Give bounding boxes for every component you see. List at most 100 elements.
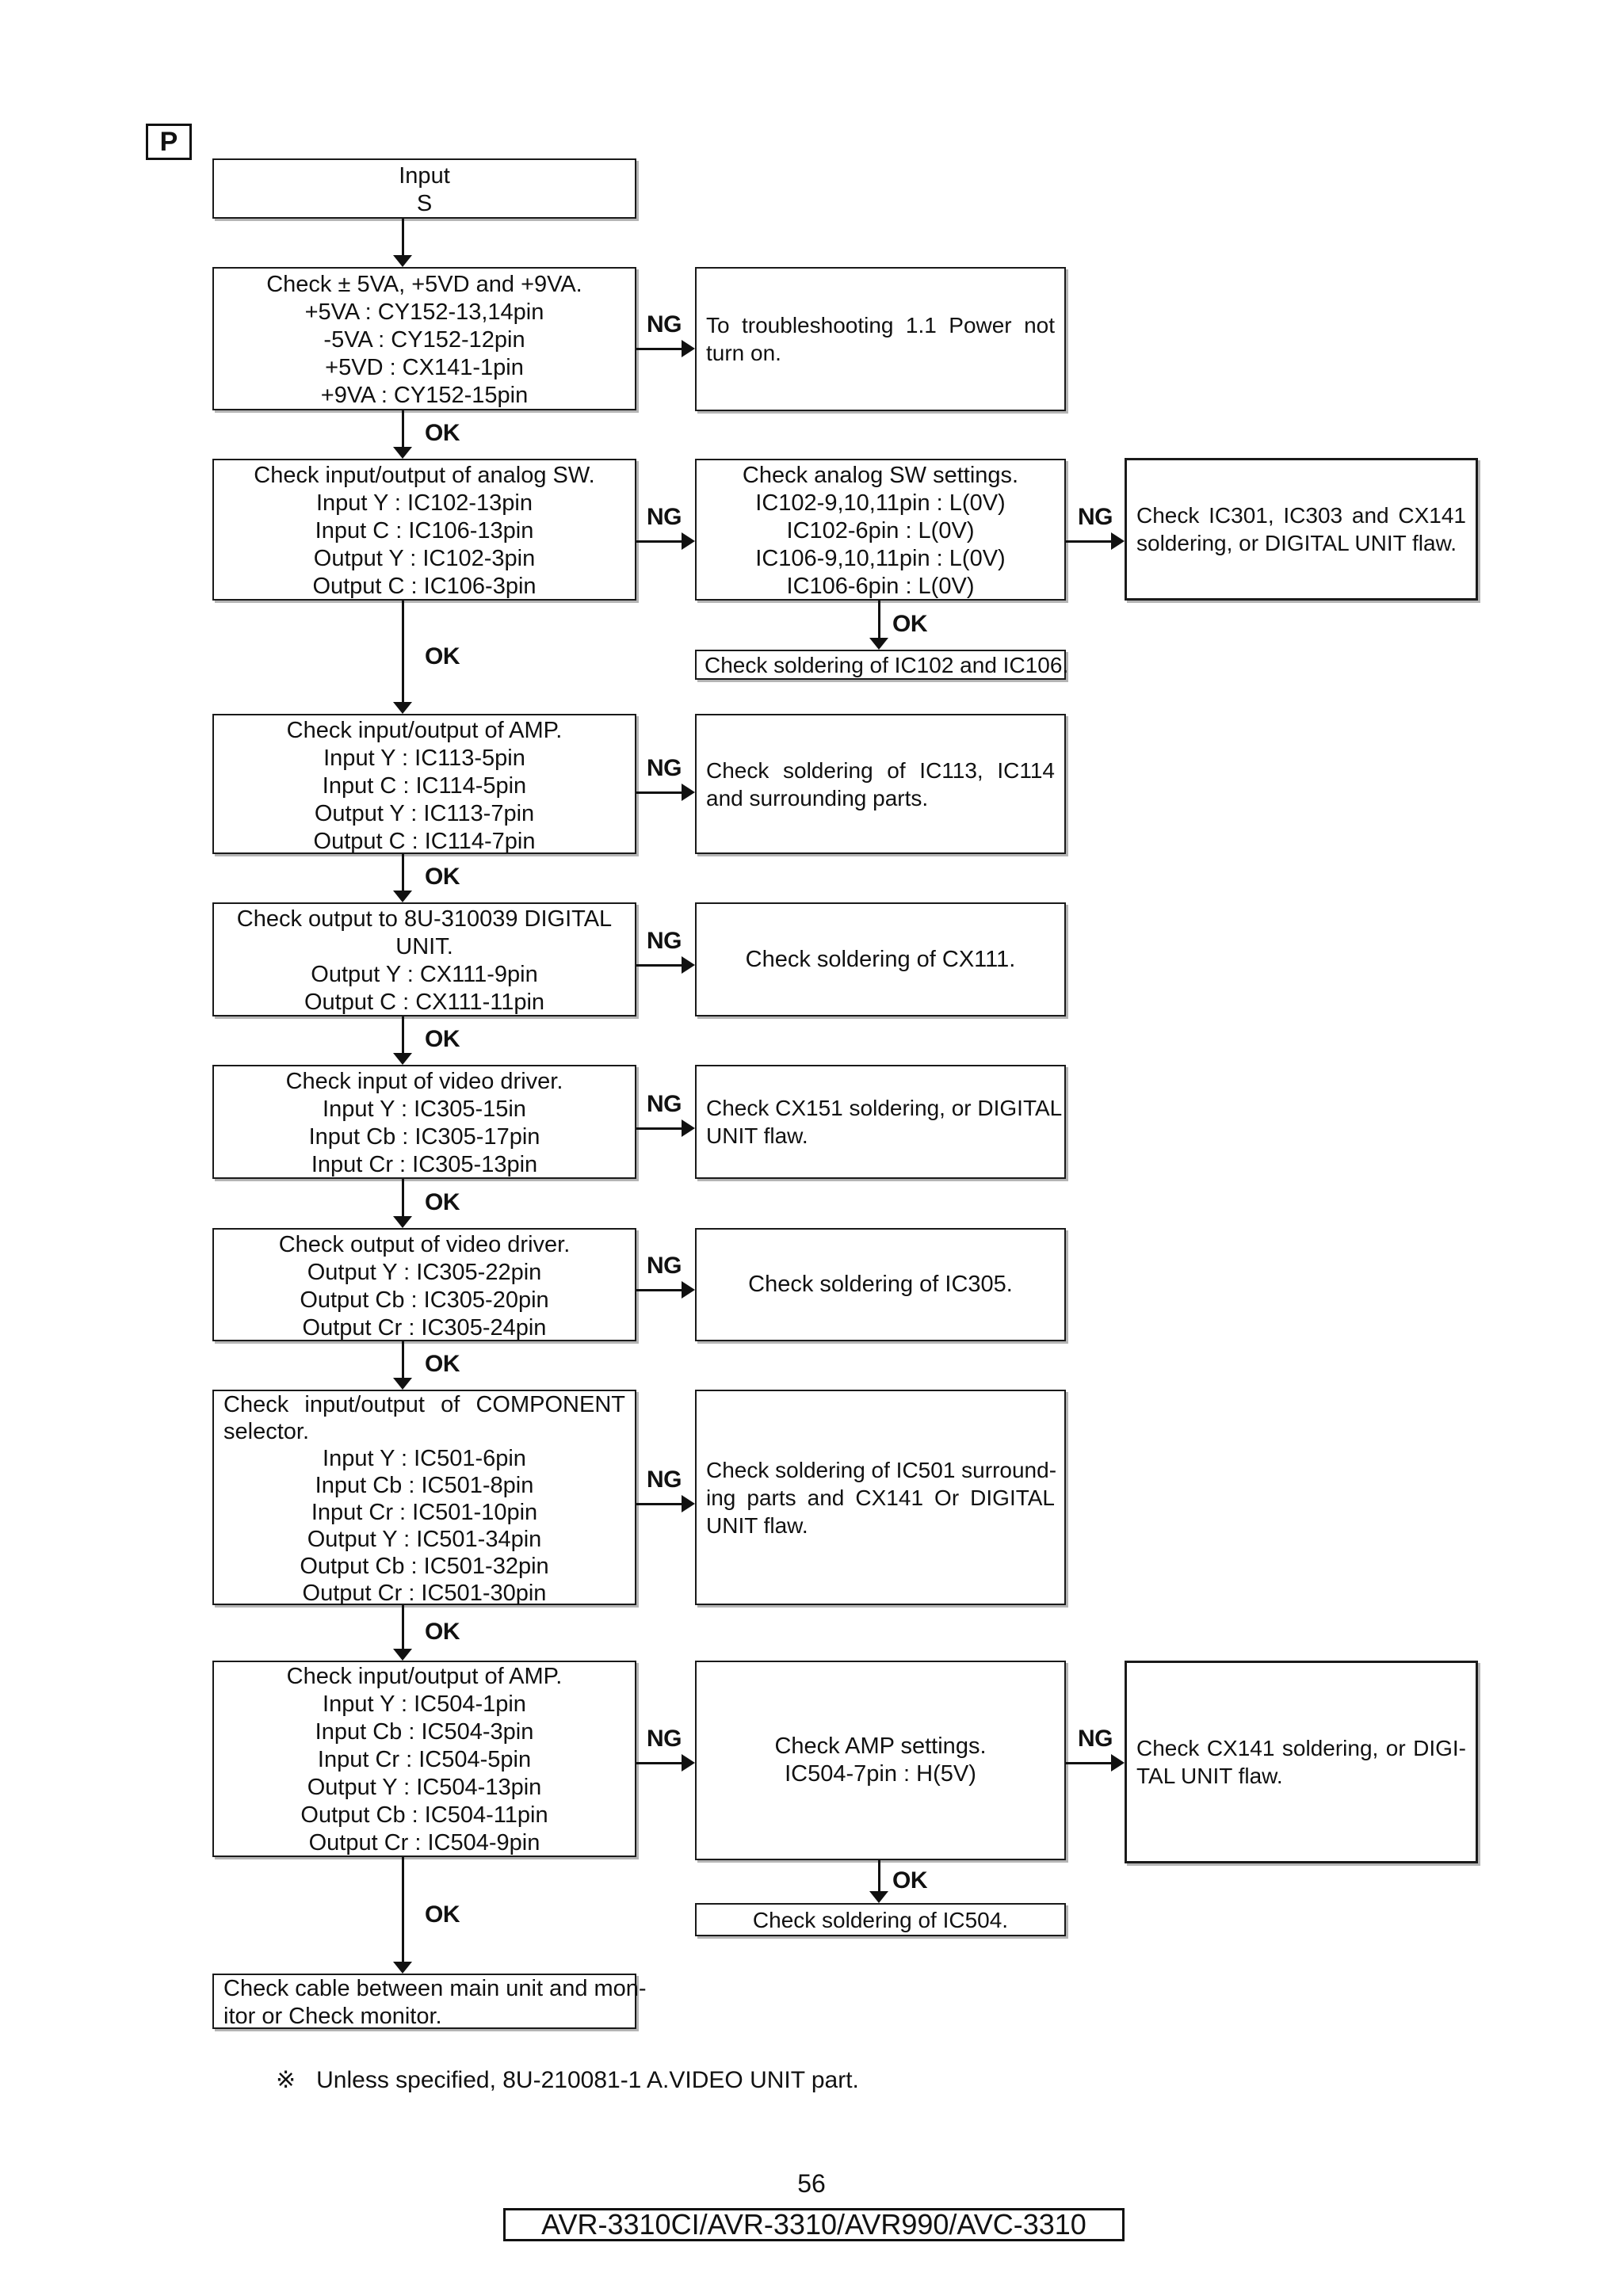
- soldering-ic504-box: Check soldering of IC504.: [695, 1903, 1066, 1936]
- box-line: Output Y : IC501-34pin: [307, 1527, 542, 1552]
- ng-label: NG: [647, 1726, 682, 1752]
- box-line: Input Cr : IC305-13pin: [311, 1152, 538, 1177]
- box-line: Input Cr : IC504-5pin: [317, 1747, 532, 1772]
- box-line: Input Y : IC102-13pin: [315, 490, 533, 516]
- box-line: Input Y : IC113-5pin: [323, 746, 525, 771]
- box-line: Check input of video driver.: [285, 1069, 563, 1094]
- reference-mark: ※: [276, 2067, 296, 2093]
- box-line: and surrounding parts.: [706, 785, 929, 810]
- ok-label: OK: [425, 1026, 460, 1052]
- box-line: Check output of video driver.: [278, 1232, 571, 1257]
- ng-label: NG: [647, 1466, 682, 1493]
- box-line: IC102-9,10,11pin : L(0V): [755, 490, 1006, 516]
- box-line: Output Cr : IC504-9pin: [308, 1830, 540, 1855]
- box-line: Check AMP settings.: [774, 1733, 987, 1759]
- box-line: Check soldering of IC102 and IC106.: [705, 652, 1069, 677]
- box-line: TAL UNIT flaw.: [1136, 1764, 1283, 1788]
- box-line: IC106-6pin : L(0V): [786, 574, 975, 599]
- amp-io-2-box: Check input/output of AMP.Input Y : IC50…: [212, 1661, 636, 1857]
- box-line: Input Cr : IC501-10pin: [311, 1500, 538, 1525]
- box-line: -5VA : CY152-12pin: [323, 327, 525, 353]
- ok-label: OK: [425, 864, 460, 890]
- power-ng-box: To troubleshooting 1.1 Power not turn on.: [695, 267, 1066, 411]
- box-line: Input Y : IC305-15in: [323, 1097, 526, 1122]
- box-line: Check CX141 soldering, or DIGI-: [1136, 1736, 1466, 1760]
- footnote-text: Unless specified, 8U-210081-1 A.VIDEO UN…: [316, 2067, 859, 2093]
- ng-label: NG: [647, 928, 682, 954]
- box-line: Input Y : IC504-1pin: [323, 1691, 526, 1717]
- box-line: Output Cr : IC501-30pin: [302, 1581, 547, 1606]
- page-number: 56: [797, 2169, 826, 2198]
- footer-model-box: AVR-3310CI/AVR-3310/AVR990/AVC-3310: [503, 2208, 1125, 2241]
- box-line: IC504-7pin : H(5V): [785, 1761, 976, 1787]
- box-line: IC106-9,10,11pin : L(0V): [755, 546, 1006, 571]
- analog-sw-settings-box: Check analog SW settings.IC102-9,10,11pi…: [695, 459, 1066, 601]
- soldering-ic305-box: Check soldering of IC305.: [695, 1228, 1066, 1341]
- ok-label: OK: [425, 643, 460, 669]
- box-line: +5VA : CY152-13,14pin: [304, 299, 544, 325]
- footer-model-names: AVR-3310CI/AVR-3310/AVR990/AVC-3310: [541, 2208, 1086, 2241]
- box-line: Output C : IC114-7pin: [313, 829, 536, 854]
- ng-label: NG: [1078, 1726, 1113, 1752]
- soldering-ic102-ic106-box: Check soldering of IC102 and IC106.: [695, 650, 1069, 680]
- amp-settings-box: Check AMP settings.IC504-7pin : H(5V): [695, 1661, 1066, 1860]
- box-line: Output Y : IC102-3pin: [313, 546, 536, 571]
- video-out-box: Check output of video driver.Output Y : …: [212, 1228, 636, 1341]
- ng-label: NG: [647, 1091, 682, 1117]
- box-line: Check soldering of CX111.: [745, 946, 1016, 972]
- box-line: Input Cb : IC305-17pin: [308, 1124, 540, 1150]
- box-line: soldering, or DIGITAL UNIT flaw.: [1136, 531, 1457, 555]
- box-line: Input Y : IC501-6pin: [323, 1446, 526, 1471]
- box-line: UNIT.: [395, 934, 453, 959]
- ng-label: NG: [647, 755, 682, 781]
- box-line: Output C : IC106-3pin: [312, 574, 537, 599]
- power-check-box: Check ± 5VA, +5VD and +9VA.+5VA : CY152-…: [212, 267, 636, 410]
- box-line: S: [416, 191, 433, 216]
- box-line: Check CX151 soldering, or DIGITAL: [706, 1096, 1063, 1120]
- footnote: ※ Unless specified, 8U-210081-1 A.VIDEO U…: [276, 2066, 859, 2094]
- box-line: To troubleshooting 1.1 Power not: [706, 313, 1055, 338]
- ok-label: OK: [425, 1351, 460, 1377]
- box-line: Output Y : CX111-9pin: [311, 962, 538, 987]
- box-line: Check input/output of analog SW.: [254, 463, 595, 488]
- ok-label: OK: [892, 611, 928, 637]
- ng-label: NG: [647, 1253, 682, 1279]
- box-line: Check output to 8U-310039 DIGITAL: [236, 906, 613, 932]
- box-line: Output Cb : IC305-20pin: [300, 1287, 549, 1313]
- ng-label: NG: [647, 504, 682, 530]
- box-line: Output C : CX111-11pin: [304, 990, 545, 1015]
- ok-label: OK: [425, 1901, 460, 1928]
- soldering-ic501-box: Check soldering of IC501 surround-ing pa…: [695, 1390, 1066, 1605]
- box-line: Input C : IC106-13pin: [315, 518, 534, 543]
- box-line: +5VD : CX141-1pin: [325, 355, 524, 380]
- ok-label: OK: [892, 1867, 928, 1894]
- box-line: itor or Check monitor.: [223, 2004, 442, 2029]
- box-line: Input Cb : IC504-3pin: [315, 1719, 534, 1745]
- box-line: UNIT flaw.: [706, 1512, 808, 1538]
- box-line: Input C : IC114-5pin: [322, 773, 527, 799]
- box-line: Check input/output of AMP.: [286, 1664, 563, 1689]
- ic301-ic303-cx141-box: Check IC301, IC303 and CX141 soldering, o…: [1125, 458, 1478, 601]
- ng-label: NG: [647, 311, 682, 338]
- box-line: selector.: [223, 1419, 309, 1444]
- box-line: Check analog SW settings.: [742, 463, 1019, 488]
- ng-label: NG: [1078, 504, 1113, 530]
- box-line: Check input/output of AMP.: [286, 718, 563, 743]
- box-line: Check IC301, IC303 and CX141: [1136, 503, 1466, 528]
- box-line: Output Cr : IC305-24pin: [302, 1315, 547, 1341]
- box-line: IC102-6pin : L(0V): [786, 518, 975, 543]
- box-line: Check ± 5VA, +5VD and +9VA.: [266, 272, 582, 297]
- box-line: Check soldering of IC501 surround-: [706, 1457, 1057, 1482]
- video-in-box: Check input of video driver. Input Y : IC…: [212, 1065, 636, 1179]
- cx141-digital-unit-box: Check CX141 soldering, or DIGI- TAL UNIT …: [1125, 1661, 1478, 1863]
- box-line: Check cable between main unit and mon-: [223, 1976, 647, 2001]
- box-line: Input: [399, 163, 450, 189]
- box-line: turn on.: [706, 341, 781, 365]
- box-line: Check input/output of COMPONENT: [223, 1392, 625, 1417]
